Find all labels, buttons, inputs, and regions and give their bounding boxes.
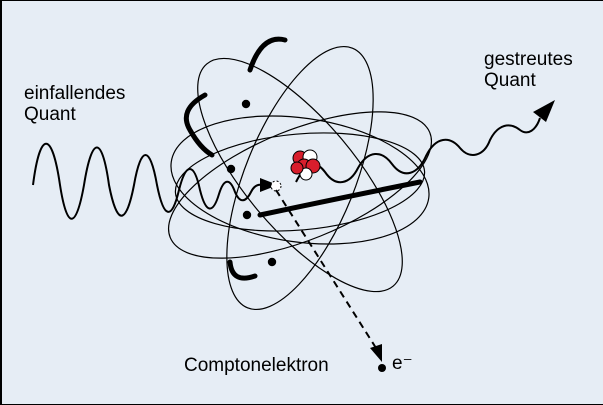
scattered-photon-wave — [295, 117, 541, 183]
electron-symbol-label: e⁻ — [392, 353, 413, 374]
orbit-4 — [226, 45, 374, 311]
thick-orbit-segment-top — [247, 36, 288, 73]
incident-label-line1: einfallendes — [24, 83, 126, 104]
electron-dot-2 — [226, 164, 236, 174]
incident-arrowhead — [260, 178, 278, 192]
orbit-3 — [197, 57, 403, 293]
incident-label-line2: Quant — [24, 104, 76, 125]
interaction-point — [270, 180, 282, 192]
thick-orbit-segment-left — [183, 92, 215, 158]
incident-quantum-label: einfallendes Quant — [24, 83, 125, 125]
electron-dot-1 — [241, 99, 251, 109]
scattered-arrowhead — [533, 100, 555, 122]
orbit-1 — [170, 115, 430, 245]
compton-electron-path — [275, 189, 377, 349]
compton-electron-dot — [378, 364, 386, 372]
scattered-label-line2: Quant — [484, 70, 536, 91]
incident-photon-wave — [32, 142, 263, 220]
thick-orbit-segment-bottom — [227, 259, 258, 281]
compton-electron-label: Comptonelektron — [184, 355, 329, 376]
scattered-label-line1: gestreutes — [484, 49, 573, 70]
scattered-quantum-label: gestreutes Quant — [484, 49, 573, 91]
orbit-5 — [174, 132, 426, 232]
orbit-2 — [167, 111, 433, 259]
nucleus — [290, 149, 321, 181]
thick-orbit-segment-mid — [257, 179, 423, 218]
electron-dot-3 — [242, 210, 252, 220]
electron-dot-4 — [267, 257, 277, 267]
compton-electron-arrowhead — [370, 344, 382, 362]
